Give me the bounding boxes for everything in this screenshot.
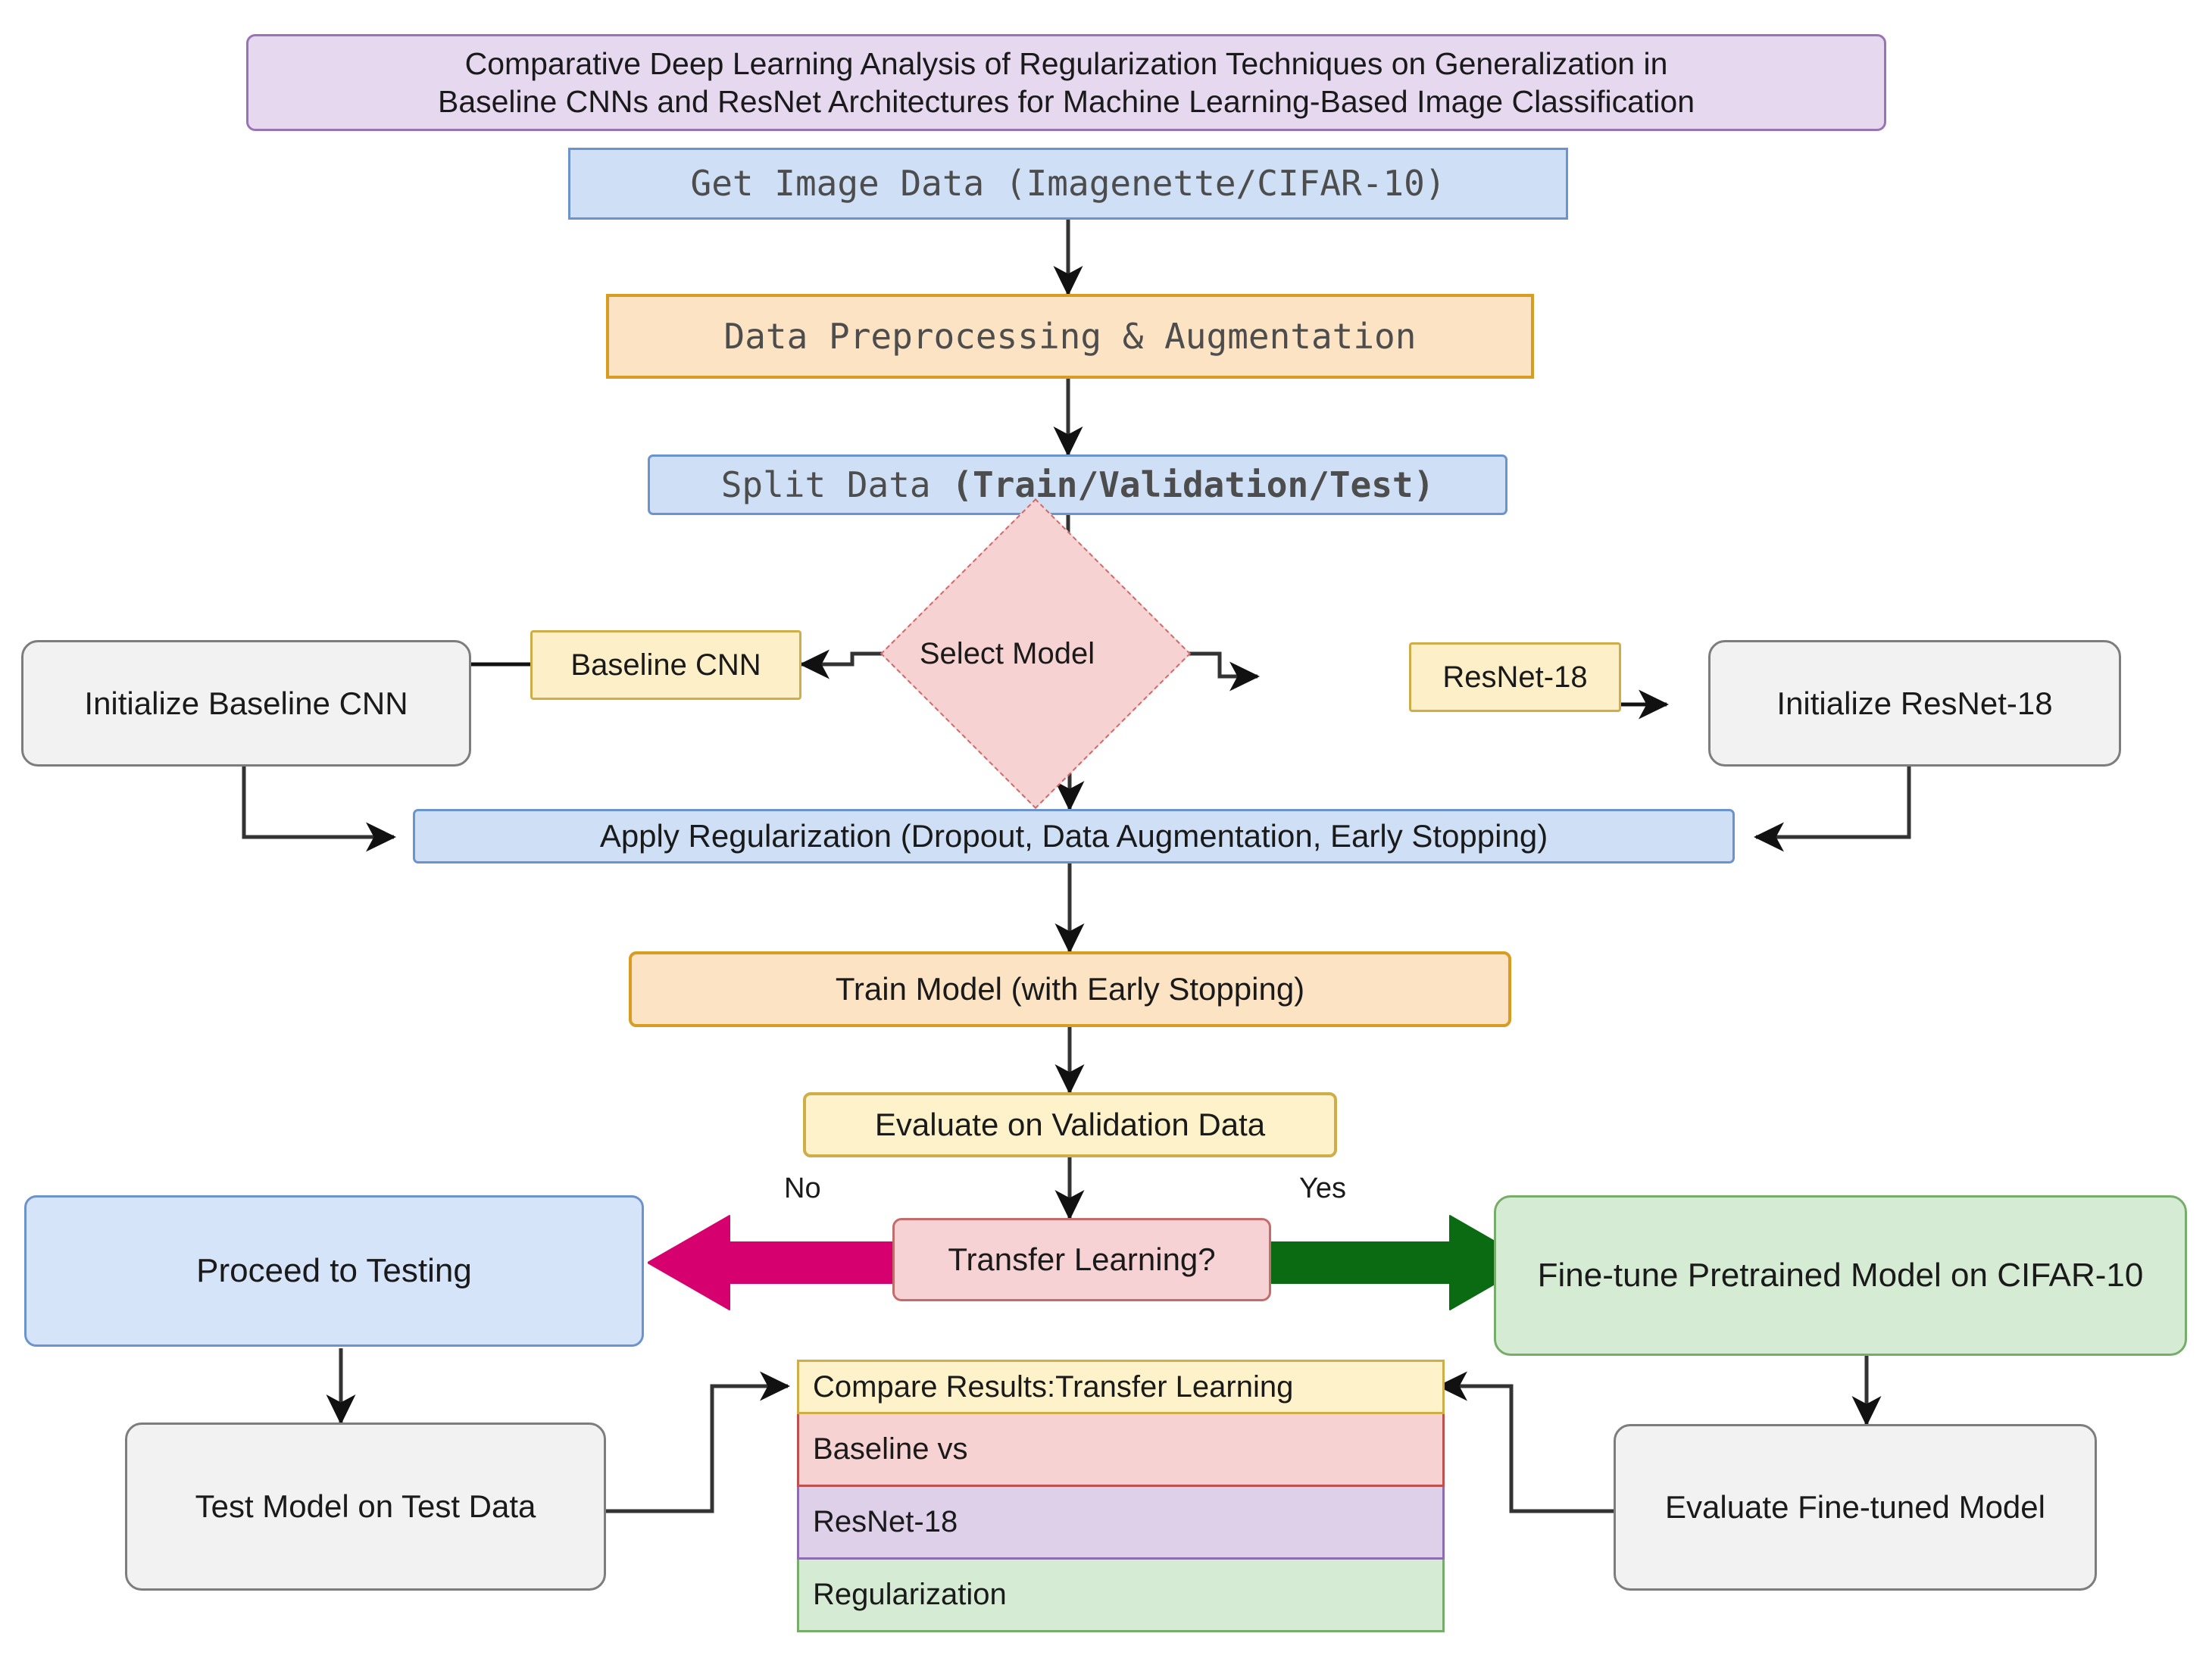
node-get-image-data-label: Get Image Data (Imagenette/CIFAR-10): [690, 163, 1446, 205]
compare-results-row-regularization[interactable]: Regularization: [797, 1560, 1445, 1632]
node-transfer-learning[interactable]: Transfer Learning?: [892, 1218, 1271, 1301]
resnet18-label-text: ResNet-18: [1442, 660, 1588, 694]
node-split-data[interactable]: Split Data (Train/Validation/Test): [648, 454, 1507, 515]
node-split-data-label: Split Data (Train/Validation/Test): [721, 464, 1435, 506]
node-data-preprocessing-label: Data Preprocessing & Augmentation: [723, 315, 1417, 357]
node-get-image-data[interactable]: Get Image Data (Imagenette/CIFAR-10): [568, 148, 1568, 220]
compare-results-stack[interactable]: Compare Results:Transfer Learning Baseli…: [797, 1360, 1445, 1632]
node-select-model-label: Select Model: [919, 636, 1095, 670]
compare-results-row-resnet-label: ResNet-18: [813, 1505, 958, 1538]
node-evaluate-finetuned-label: Evaluate Fine-tuned Model: [1665, 1489, 2045, 1526]
title-line-1: Comparative Deep Learning Analysis of Re…: [464, 45, 1668, 81]
node-finetune-pretrained-label: Fine-tune Pretrained Model on CIFAR-10: [1537, 1257, 2144, 1294]
node-proceed-to-testing-label: Proceed to Testing: [196, 1252, 472, 1290]
split-data-prefix: Split Data: [720, 464, 952, 505]
node-test-model-label: Test Model on Test Data: [195, 1488, 536, 1525]
node-proceed-to-testing[interactable]: Proceed to Testing: [24, 1195, 644, 1347]
split-data-suffix: (Train/Validation/Test): [951, 464, 1435, 505]
node-train-model[interactable]: Train Model (with Early Stopping): [629, 951, 1511, 1027]
node-initialize-resnet18-label: Initialize ResNet-18: [1776, 685, 2053, 721]
yes-branch-arrow: [1267, 1215, 1532, 1310]
node-apply-regularization[interactable]: Apply Regularization (Dropout, Data Augm…: [413, 809, 1735, 863]
node-initialize-resnet18[interactable]: Initialize ResNet-18: [1708, 640, 2121, 767]
title-line-2: Baseline CNNs and ResNet Architectures f…: [437, 84, 1695, 119]
node-resnet18-label[interactable]: ResNet-18: [1409, 642, 1621, 712]
compare-results-row-baseline[interactable]: Baseline vs: [797, 1414, 1445, 1487]
node-train-model-label: Train Model (with Early Stopping): [835, 971, 1305, 1007]
node-transfer-learning-label: Transfer Learning?: [948, 1241, 1216, 1278]
compare-results-header-label: Compare Results:Transfer Learning: [813, 1369, 1294, 1404]
compare-results-row-regularization-label: Regularization: [813, 1578, 1007, 1611]
node-evaluate-validation[interactable]: Evaluate on Validation Data: [803, 1092, 1337, 1157]
node-evaluate-validation-label: Evaluate on Validation Data: [874, 1107, 1266, 1143]
compare-results-header[interactable]: Compare Results:Transfer Learning: [797, 1360, 1445, 1414]
node-select-model[interactable]: Select Model: [879, 498, 1192, 810]
edge-label-yes: Yes: [1299, 1173, 1346, 1204]
baseline-cnn-label-text: Baseline CNN: [570, 648, 761, 682]
node-apply-regularization-label: Apply Regularization (Dropout, Data Augm…: [599, 818, 1548, 854]
node-baseline-cnn-label[interactable]: Baseline CNN: [530, 630, 801, 700]
node-evaluate-finetuned[interactable]: Evaluate Fine-tuned Model: [1614, 1424, 2097, 1591]
edge-label-no: No: [784, 1173, 821, 1204]
compare-results-row-resnet[interactable]: ResNet-18: [797, 1487, 1445, 1560]
compare-results-row-baseline-label: Baseline vs: [813, 1432, 968, 1466]
node-initialize-baseline-cnn[interactable]: Initialize Baseline CNN: [21, 640, 471, 767]
diagram-title: Comparative Deep Learning Analysis of Re…: [246, 34, 1886, 131]
node-initialize-baseline-cnn-label: Initialize Baseline CNN: [84, 685, 408, 721]
node-test-model[interactable]: Test Model on Test Data: [125, 1422, 606, 1591]
node-data-preprocessing[interactable]: Data Preprocessing & Augmentation: [606, 294, 1534, 379]
no-branch-arrow: [648, 1215, 909, 1310]
node-finetune-pretrained[interactable]: Fine-tune Pretrained Model on CIFAR-10: [1494, 1195, 2187, 1356]
